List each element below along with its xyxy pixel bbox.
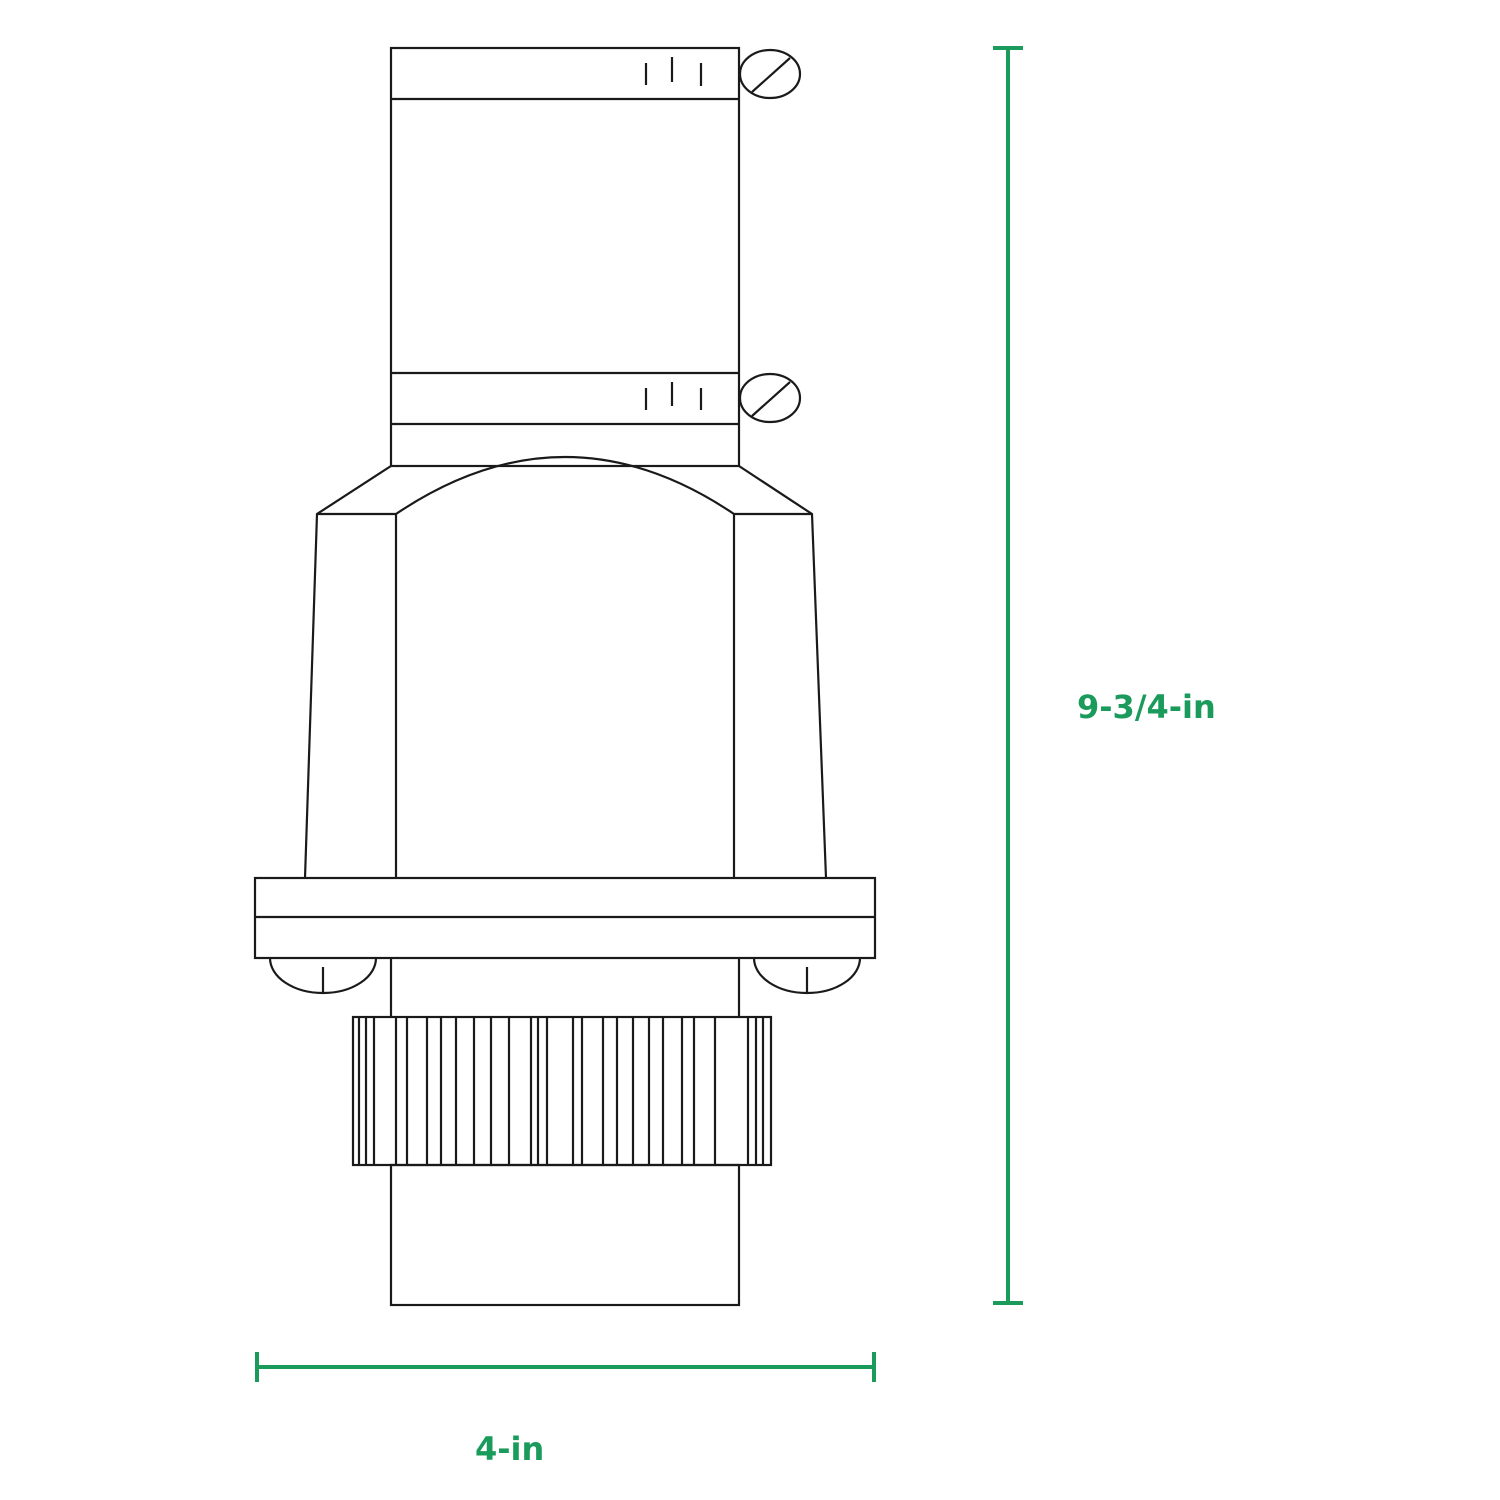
knurl-ridges <box>357 1017 765 1165</box>
right-bolt-icon <box>752 957 862 995</box>
width-dimension-line <box>255 1352 876 1382</box>
height-dimension-line <box>993 46 1023 1305</box>
lower-pipe-body <box>389 1163 741 1307</box>
lower-screw-icon <box>738 372 802 424</box>
knurled-nut <box>351 1015 773 1167</box>
top-screw-icon <box>738 48 802 100</box>
width-dimension-label: 4-in <box>475 1430 545 1468</box>
hex-body-arc <box>395 455 735 515</box>
hex-body-left-edge <box>303 465 392 879</box>
upper-pipe-body <box>389 46 741 468</box>
fitting-outline <box>253 46 877 1307</box>
left-bolt-icon <box>268 957 378 995</box>
hex-body-right-edge <box>738 465 828 879</box>
height-dimension-label: 9-3/4-in <box>1077 688 1216 726</box>
